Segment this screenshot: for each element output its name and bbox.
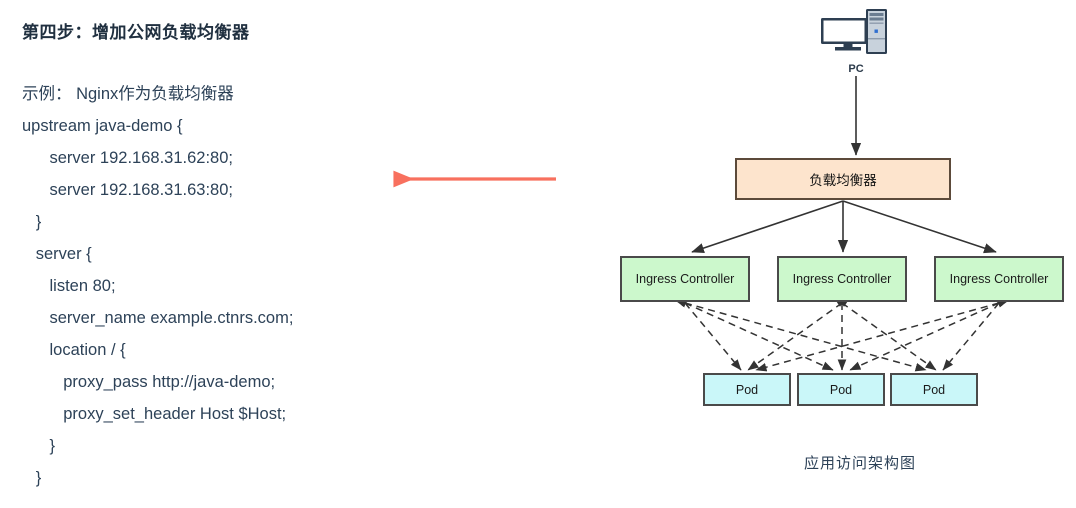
- pc-label: PC: [848, 63, 864, 75]
- code-line: proxy_set_header Host $Host;: [22, 405, 287, 423]
- desktop-computer-icon: [818, 6, 894, 60]
- edge-ingress3-pod1: [755, 298, 1010, 372]
- nginx-config-code-block: 示例： Nginx作为负载均衡器 upstream java-demo { se…: [22, 78, 502, 494]
- instruction-text-pane: 第四步：增加公网负载均衡器 示例： Nginx作为负载均衡器 upstream …: [0, 0, 520, 508]
- node-ingress-controller-3-label: Ingress Controller: [949, 272, 1049, 286]
- code-line: proxy_pass http://java-demo;: [22, 373, 276, 391]
- node-ingress-controller-1-label: Ingress Controller: [635, 272, 735, 286]
- diagram-connectors: [674, 76, 1010, 372]
- node-pod-1-label: Pod: [735, 382, 759, 397]
- red-pointer-arrow: [393, 170, 556, 188]
- node-pod-3-label: Pod: [922, 382, 946, 397]
- code-line: }: [22, 213, 42, 231]
- node-ingress-controller-2[interactable]: Ingress Controller: [777, 256, 907, 302]
- edge-ingress1-pod3: [674, 298, 927, 372]
- node-pod-2-label: Pod: [829, 382, 853, 397]
- code-line: location / {: [22, 341, 126, 359]
- code-line: 示例： Nginx作为负载均衡器: [22, 85, 234, 103]
- code-line: }: [22, 437, 56, 455]
- edge-ingress1-pod2: [675, 298, 834, 371]
- node-pod-3[interactable]: Pod: [890, 373, 978, 406]
- code-line: listen 80;: [22, 277, 116, 295]
- node-ingress-controller-2-label: Ingress Controller: [792, 272, 892, 286]
- node-ingress-controller-1[interactable]: Ingress Controller: [620, 256, 750, 302]
- edge-lb-to-ingress-1: [691, 200, 844, 254]
- edge-ingress1-pod1: [678, 294, 742, 371]
- edge-ingress3-pod3: [942, 294, 1006, 371]
- architecture-diagram: PC 负载均衡器 Ingress Controller Ingress Cont…: [393, 0, 1076, 508]
- code-line: server 192.168.31.62:80;: [22, 149, 233, 167]
- node-load-balancer-label: 负载均衡器: [809, 173, 877, 189]
- page-title: 第四步：增加公网负载均衡器: [22, 23, 250, 42]
- node-pod-2[interactable]: Pod: [797, 373, 885, 406]
- code-line: upstream java-demo {: [22, 117, 183, 135]
- edge-ingress2-pod3: [833, 296, 937, 371]
- code-line: server 192.168.31.63:80;: [22, 181, 233, 199]
- diagram-caption: 应用访问架构图: [803, 455, 916, 472]
- edge-ingress2-pod1: [747, 296, 851, 371]
- node-load-balancer[interactable]: 负载均衡器: [735, 158, 951, 200]
- node-pod-1[interactable]: Pod: [703, 373, 791, 406]
- edge-ingress3-pod2: [849, 298, 1009, 371]
- code-line: server {: [22, 245, 92, 263]
- code-line: }: [22, 469, 42, 487]
- code-line: server_name example.ctnrs.com;: [22, 309, 294, 327]
- edge-lb-to-ingress-3: [842, 200, 997, 254]
- node-ingress-controller-3[interactable]: Ingress Controller: [934, 256, 1064, 302]
